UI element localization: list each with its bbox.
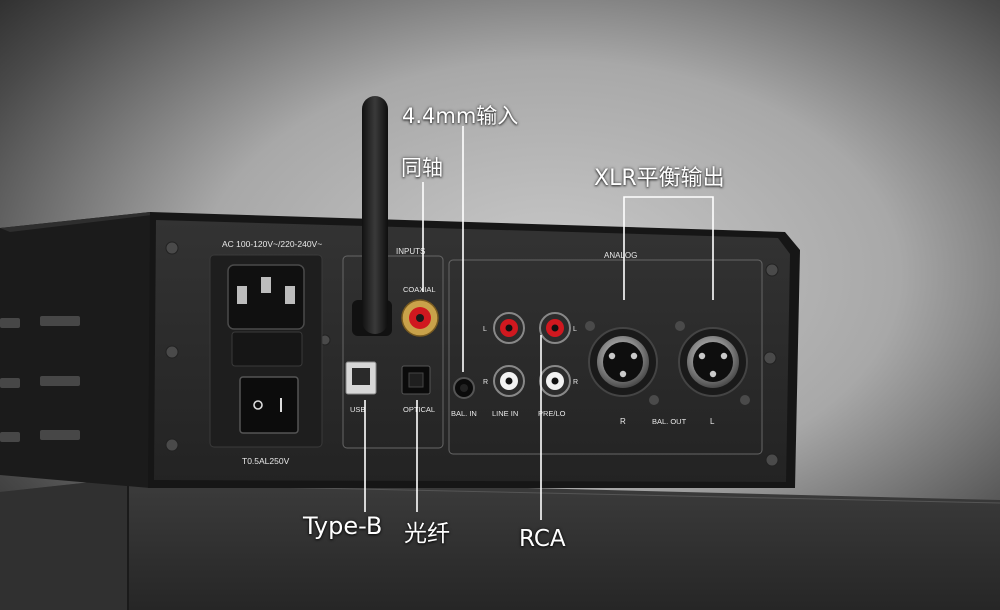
vent-slots [0,316,80,442]
callout-xlr-balanced-output: XLR平衡输出 [594,166,725,191]
device-side [0,212,160,488]
switch-off-mark [253,400,263,410]
digital-inputs-section: INPUTS COAXIAL USB OPTICAL [342,247,444,449]
coaxial-label: COAXIAL [403,285,436,294]
fuse-holder [231,331,303,367]
rca-r-label-1: R [483,379,488,386]
line-in-label: LINE IN [492,409,518,418]
rca-l-label-2: L [573,326,577,333]
inputs-title: INPUTS [396,247,425,256]
callout-lines [364,126,714,520]
ac-inlet [227,264,305,330]
fuse-label: T0.5AL250V [242,456,290,466]
xlr-l-label: L [710,417,715,426]
analog-title: ANALOG [604,251,637,260]
antenna-rod [362,96,388,334]
usb-label: USB [350,405,365,414]
antenna [352,96,392,336]
stand [0,478,1000,610]
optical-label: OPTICAL [403,405,435,414]
pre-lo-jacks: L R [539,312,578,397]
xlr-l-connector[interactable] [675,321,750,405]
line-xlr [623,196,714,300]
rca-r-label-2: R [573,379,578,386]
xlr-r-connector[interactable] [585,321,659,405]
callout-coaxial: 同轴 [401,156,443,180]
power-switch[interactable] [239,376,299,434]
callout-type-b: Type-B [303,512,383,540]
bal-out-label: BAL. OUT [652,417,687,426]
xlr-r-label: R [620,417,626,426]
power-section: AC 100-120V~/220-240V~ T0.5AL250V [209,239,323,466]
ac-rating-label: AC 100-120V~/220-240V~ [222,239,322,249]
callout-4-4mm-input: 4.4mm输入 [402,104,519,128]
panel-screws [165,241,779,467]
callout-rca: RCA [519,526,566,552]
bal-in-label: BAL. IN [451,409,477,418]
rca-l-label-1: L [483,326,487,333]
line-in-jacks: L R [483,312,525,397]
analog-section: ANALOG BAL. IN L R LINE IN L R P [448,251,763,455]
pre-lo-label: PRE/LO [538,409,566,418]
callout-optical-fiber: 光纤 [404,521,450,547]
